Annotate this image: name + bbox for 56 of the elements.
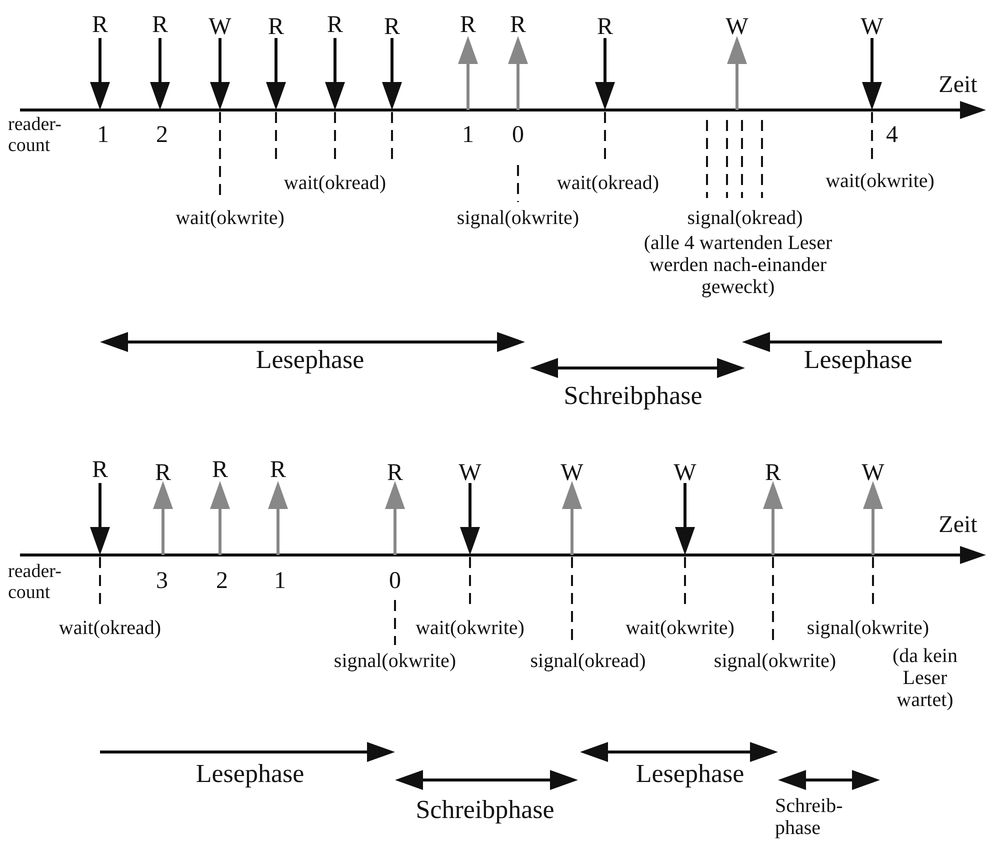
phase-label: Lesephase [636,760,744,789]
count-value: 4 [886,122,898,148]
note-text: (da kein Leser wartet) [892,645,958,711]
event-letter: R [92,12,108,38]
operation-label: signal(okwrite) [334,650,456,672]
count-value: 2 [156,122,168,148]
operation-label: wait(okwrite) [826,170,934,192]
event-letter: R [268,14,284,40]
event-letter: W [560,460,584,486]
event-letter: R [510,12,526,38]
phase-label: Schreib-phase [775,795,841,839]
count-value: 0 [512,122,524,148]
event-letter: R [384,14,400,40]
event-letter: W [862,460,884,486]
operation-label: signal(okread) [687,207,803,229]
note-text: (alle 4 wartenden Leser werden nach-einander geweckt) [642,232,834,298]
operation-label: signal(okwrite) [456,207,580,229]
event-letter: R [155,460,171,486]
phase-label: Schreibphase [416,796,554,825]
operation-label: wait(okwrite) [626,617,734,639]
count-value: 0 [389,568,401,594]
operation-label: signal(okwrite) [714,650,836,672]
operation-label: wait(okwrite) [416,617,524,639]
count-value: 1 [274,568,286,594]
event-letter: R [387,460,403,486]
phase-label: Lesephase [256,346,364,375]
row-label: reader-count [8,115,62,157]
count-value: 1 [97,122,109,148]
operation-label: wait(okread) [58,617,162,639]
operation-label: wait(okwrite) [176,207,284,229]
event-letter: W [674,460,696,486]
event-letter: R [327,12,343,38]
phase-label: Lesephase [196,760,304,789]
phase-label: Schreibphase [564,382,702,411]
event-letter: W [208,14,232,40]
event-letter: W [458,460,482,486]
event-letter: R [765,460,781,486]
operation-label: wait(okread) [556,172,660,194]
operation-label: signal(okread) [530,650,646,672]
operation-label: signal(okwrite) [806,617,930,639]
event-letter: R [597,14,613,40]
operation-label: wait(okread) [284,172,386,194]
count-value: 3 [156,568,168,594]
count-value: 1 [462,122,474,148]
event-letter: W [726,14,748,40]
phase-label: Lesephase [804,346,912,375]
event-letter: R [212,457,228,484]
count-value: 2 [216,568,228,594]
axis-label: Zeit [938,72,978,98]
row-label: reader-count [8,562,62,604]
axis-label: Zeit [938,512,978,538]
event-letter: R [270,457,286,484]
event-letter: R [92,457,108,484]
event-letter: R [152,12,168,38]
event-letter: W [860,14,884,40]
event-letter: R [460,12,476,38]
